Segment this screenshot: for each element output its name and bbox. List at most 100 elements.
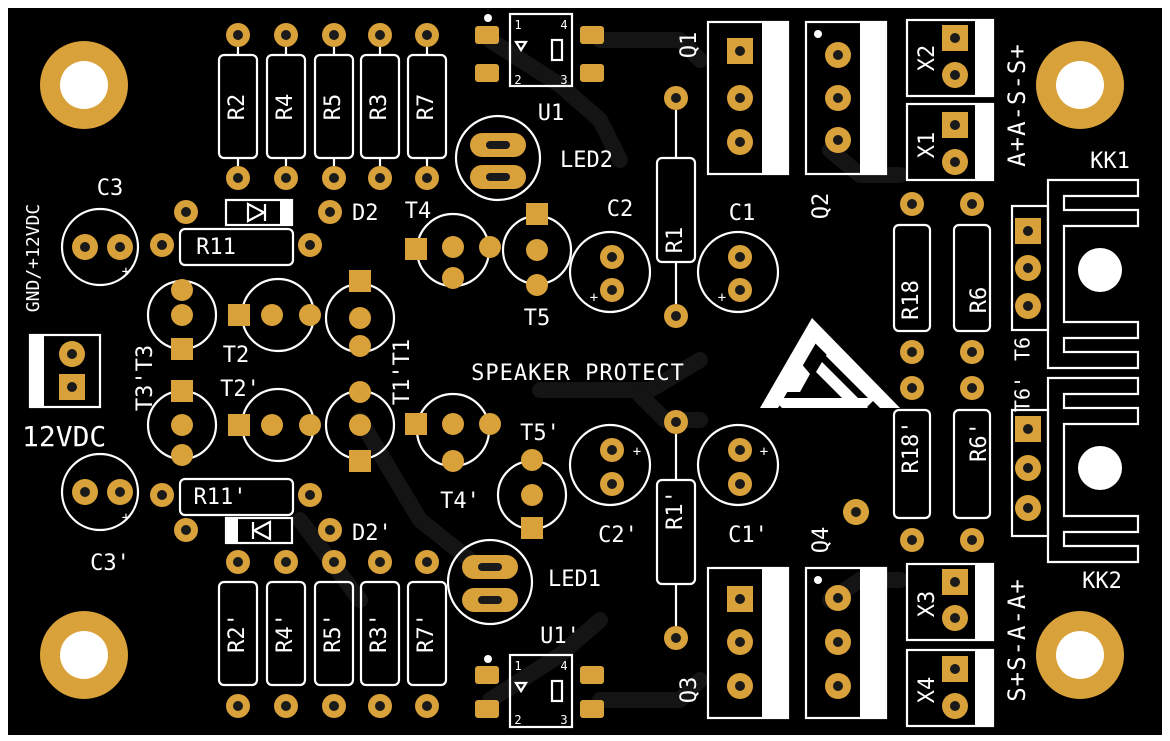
manufacturer-logo [760,318,900,408]
resistor-r4: R4 [265,23,307,190]
label-t6: T6 [1011,337,1035,361]
label-u1: U1 [538,101,565,126]
label-r1: R1 [663,227,688,254]
transistor-t6: T6 [1011,204,1050,361]
label-x1: X1 [915,132,940,159]
mounting-holes [40,41,1124,699]
power-connector: GND/+12VDC 12VDC [22,204,106,453]
label-r2-prime: R2' [225,613,250,653]
label-r4-prime: R4' [273,613,298,653]
label-kk2: KK2 [1082,569,1122,594]
resistor-r2-prime: R2' [217,550,259,718]
label-r5: R5 [321,94,346,121]
label-c2: C2 [607,197,634,222]
plus-c2: + [590,290,598,306]
u1p-pin4: 4 [560,659,567,673]
resistor-r11-prime: R11' [150,477,322,517]
label-x2: X2 [915,45,940,72]
label-r5-prime: R5' [321,613,346,653]
mosfet-q1: Q1 [677,20,790,176]
capacitor-c2: + C2 [568,197,652,314]
label-r11-prime: R11' [194,485,247,510]
u1-pin1: 1 [514,18,521,32]
transistor-t5-prime: T5' [496,421,568,539]
plus-c1: + [718,290,726,306]
label-r7: R7 [414,94,439,121]
label-c2-prime: C2' [598,523,638,548]
mosfet-q4: Q4 [804,527,888,720]
label-t1-pair: T1'T1 [390,339,415,405]
u1-pin3: 3 [560,73,567,87]
label-t2: T2 [223,343,250,368]
label-u1-prime: U1' [540,624,580,649]
capacitor-c3-prime: + C3' [60,452,140,576]
resistor-r1: R1 [655,86,697,328]
resistor-r18: R18 [892,192,932,364]
led-led1: LED1 [446,538,601,626]
label-t4: T4 [405,199,432,224]
label-r18: R18 [899,280,924,320]
resistor-r3: R3 [359,23,401,190]
resistor-r7-prime: R7' [406,550,448,718]
label-d2-prime: D2' [352,521,392,546]
capacitor-c3: + C3 [60,176,140,287]
u1-pin2: 2 [514,73,521,87]
transistor-t5: T5 [501,203,573,331]
label-r11: R11 [196,235,236,260]
label-x4: X4 [915,677,940,704]
resistor-bank-bottom: R2' R4' R5' R3' R7' [217,550,448,718]
resistor-r3-prime: R3' [359,550,401,718]
label-t2-prime: T2' [220,377,260,402]
resistor-r5-prime: R5' [313,550,355,718]
label-r4: R4 [273,94,298,121]
plus-c2-prime: + [633,444,641,460]
u1p-pin2: 2 [514,713,521,727]
label-t6-prime: T6' [1011,376,1035,412]
plus-c3: + [122,264,130,280]
mounting-hole-bottom-right [1036,611,1124,699]
label-r3-prime: R3' [367,613,392,653]
test-pad [843,499,869,525]
transistor-t4: T4 [405,199,501,289]
terminal-x1: X1 [905,102,995,182]
label-t5: T5 [524,306,551,331]
diode-d2: D2 [174,198,379,227]
terminal-labels-bottom: S+S-A-A+ [1003,578,1031,702]
resistor-r2: R2 [217,23,259,190]
mosfet-q3: Q3 [677,566,790,720]
transistor-t4-prime: T4' [405,392,501,514]
label-c1: C1 [729,201,756,226]
mounting-hole-top-left [40,41,128,129]
label-x3: X3 [915,591,940,618]
plus-c1-prime: + [760,444,768,460]
resistor-r11: R11 [150,227,322,267]
terminal-x2: X2 [905,18,995,98]
terminal-x3: X3 [905,562,995,642]
label-q4: Q4 [809,527,834,554]
transistor-t3-pair: T3'T3 [133,279,218,466]
mounting-hole-top-right [1036,41,1124,129]
mosfet-q2: Q2 [804,20,888,219]
label-led1: LED1 [548,567,601,592]
optocoupler-u1-prime: 1 2 3 4 U1' [475,624,604,729]
label-q3: Q3 [677,677,702,704]
label-r6-prime: R6' [967,422,992,462]
u1-pin4: 4 [560,18,567,32]
resistor-r1-prime: R1' [655,410,697,650]
label-t3-pair: T3'T3 [133,345,158,411]
transistor-t2-prime: T2' [220,377,321,463]
u1p-pin1: 1 [514,659,521,673]
resistor-r6: R6 [952,192,992,364]
terminal-x4: X4 [905,648,995,728]
resistor-r4-prime: R4' [265,550,307,718]
pcb-substrate [8,8,1162,735]
resistor-r7: R7 [406,23,448,190]
plus-c3-prime: + [122,510,130,526]
label-r3: R3 [367,94,392,121]
label-c3-prime: C3' [90,551,130,576]
label-c1-prime: C1' [728,523,768,548]
resistor-r5: R5 [313,23,355,190]
u1p-pin3: 3 [560,713,567,727]
mounting-hole-bottom-left [40,611,128,699]
